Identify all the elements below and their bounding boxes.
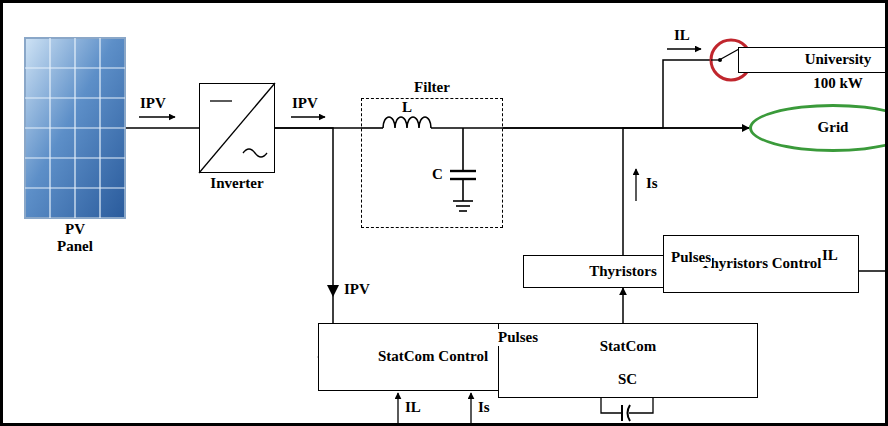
node-label: Grid (818, 119, 849, 136)
connector (503, 60, 738, 128)
inverter-symbol (199, 83, 275, 173)
grid-circle: Grid (749, 104, 888, 152)
load-box: University100 kW (738, 47, 888, 73)
pv-panel: PV Panel (25, 38, 125, 218)
signal-label: IPV (291, 95, 319, 112)
pv-panel-illustration (25, 38, 125, 218)
inverter-box: Inverter (199, 83, 275, 173)
signal-label: Pulses (670, 249, 712, 266)
signal-label: IL (673, 27, 691, 44)
capacitor-label: C (431, 166, 444, 183)
node-label: Filter (414, 79, 450, 96)
filter-components (361, 117, 503, 211)
node-label: Thyristors Control (701, 255, 822, 272)
node-label: 100 kW (813, 75, 863, 92)
filter-box: Filter (361, 98, 503, 228)
current-arrowhead (327, 285, 339, 297)
signal-label: IL (404, 399, 422, 416)
signal-label: IPV (139, 95, 167, 112)
supercap-label: SC (617, 371, 638, 388)
signal-label: Is (477, 399, 491, 416)
signal-label: IPV (343, 281, 371, 298)
node-label: Inverter (210, 175, 263, 192)
inductor-label: L (401, 99, 413, 116)
current-arrows (139, 49, 701, 201)
signal-label: Pulses (497, 329, 539, 346)
node-label: Thyristors (589, 263, 657, 280)
connector (125, 127, 199, 129)
signal-label: IL (821, 247, 839, 264)
node-label: StatCom Control (378, 348, 488, 365)
connector (622, 288, 624, 323)
supercapacitor-symbol (601, 398, 653, 421)
node-label: PV Panel (50, 221, 100, 256)
signal-label: Is (645, 175, 659, 192)
node-label: StatCom (600, 338, 657, 355)
node-label: University (805, 51, 872, 68)
